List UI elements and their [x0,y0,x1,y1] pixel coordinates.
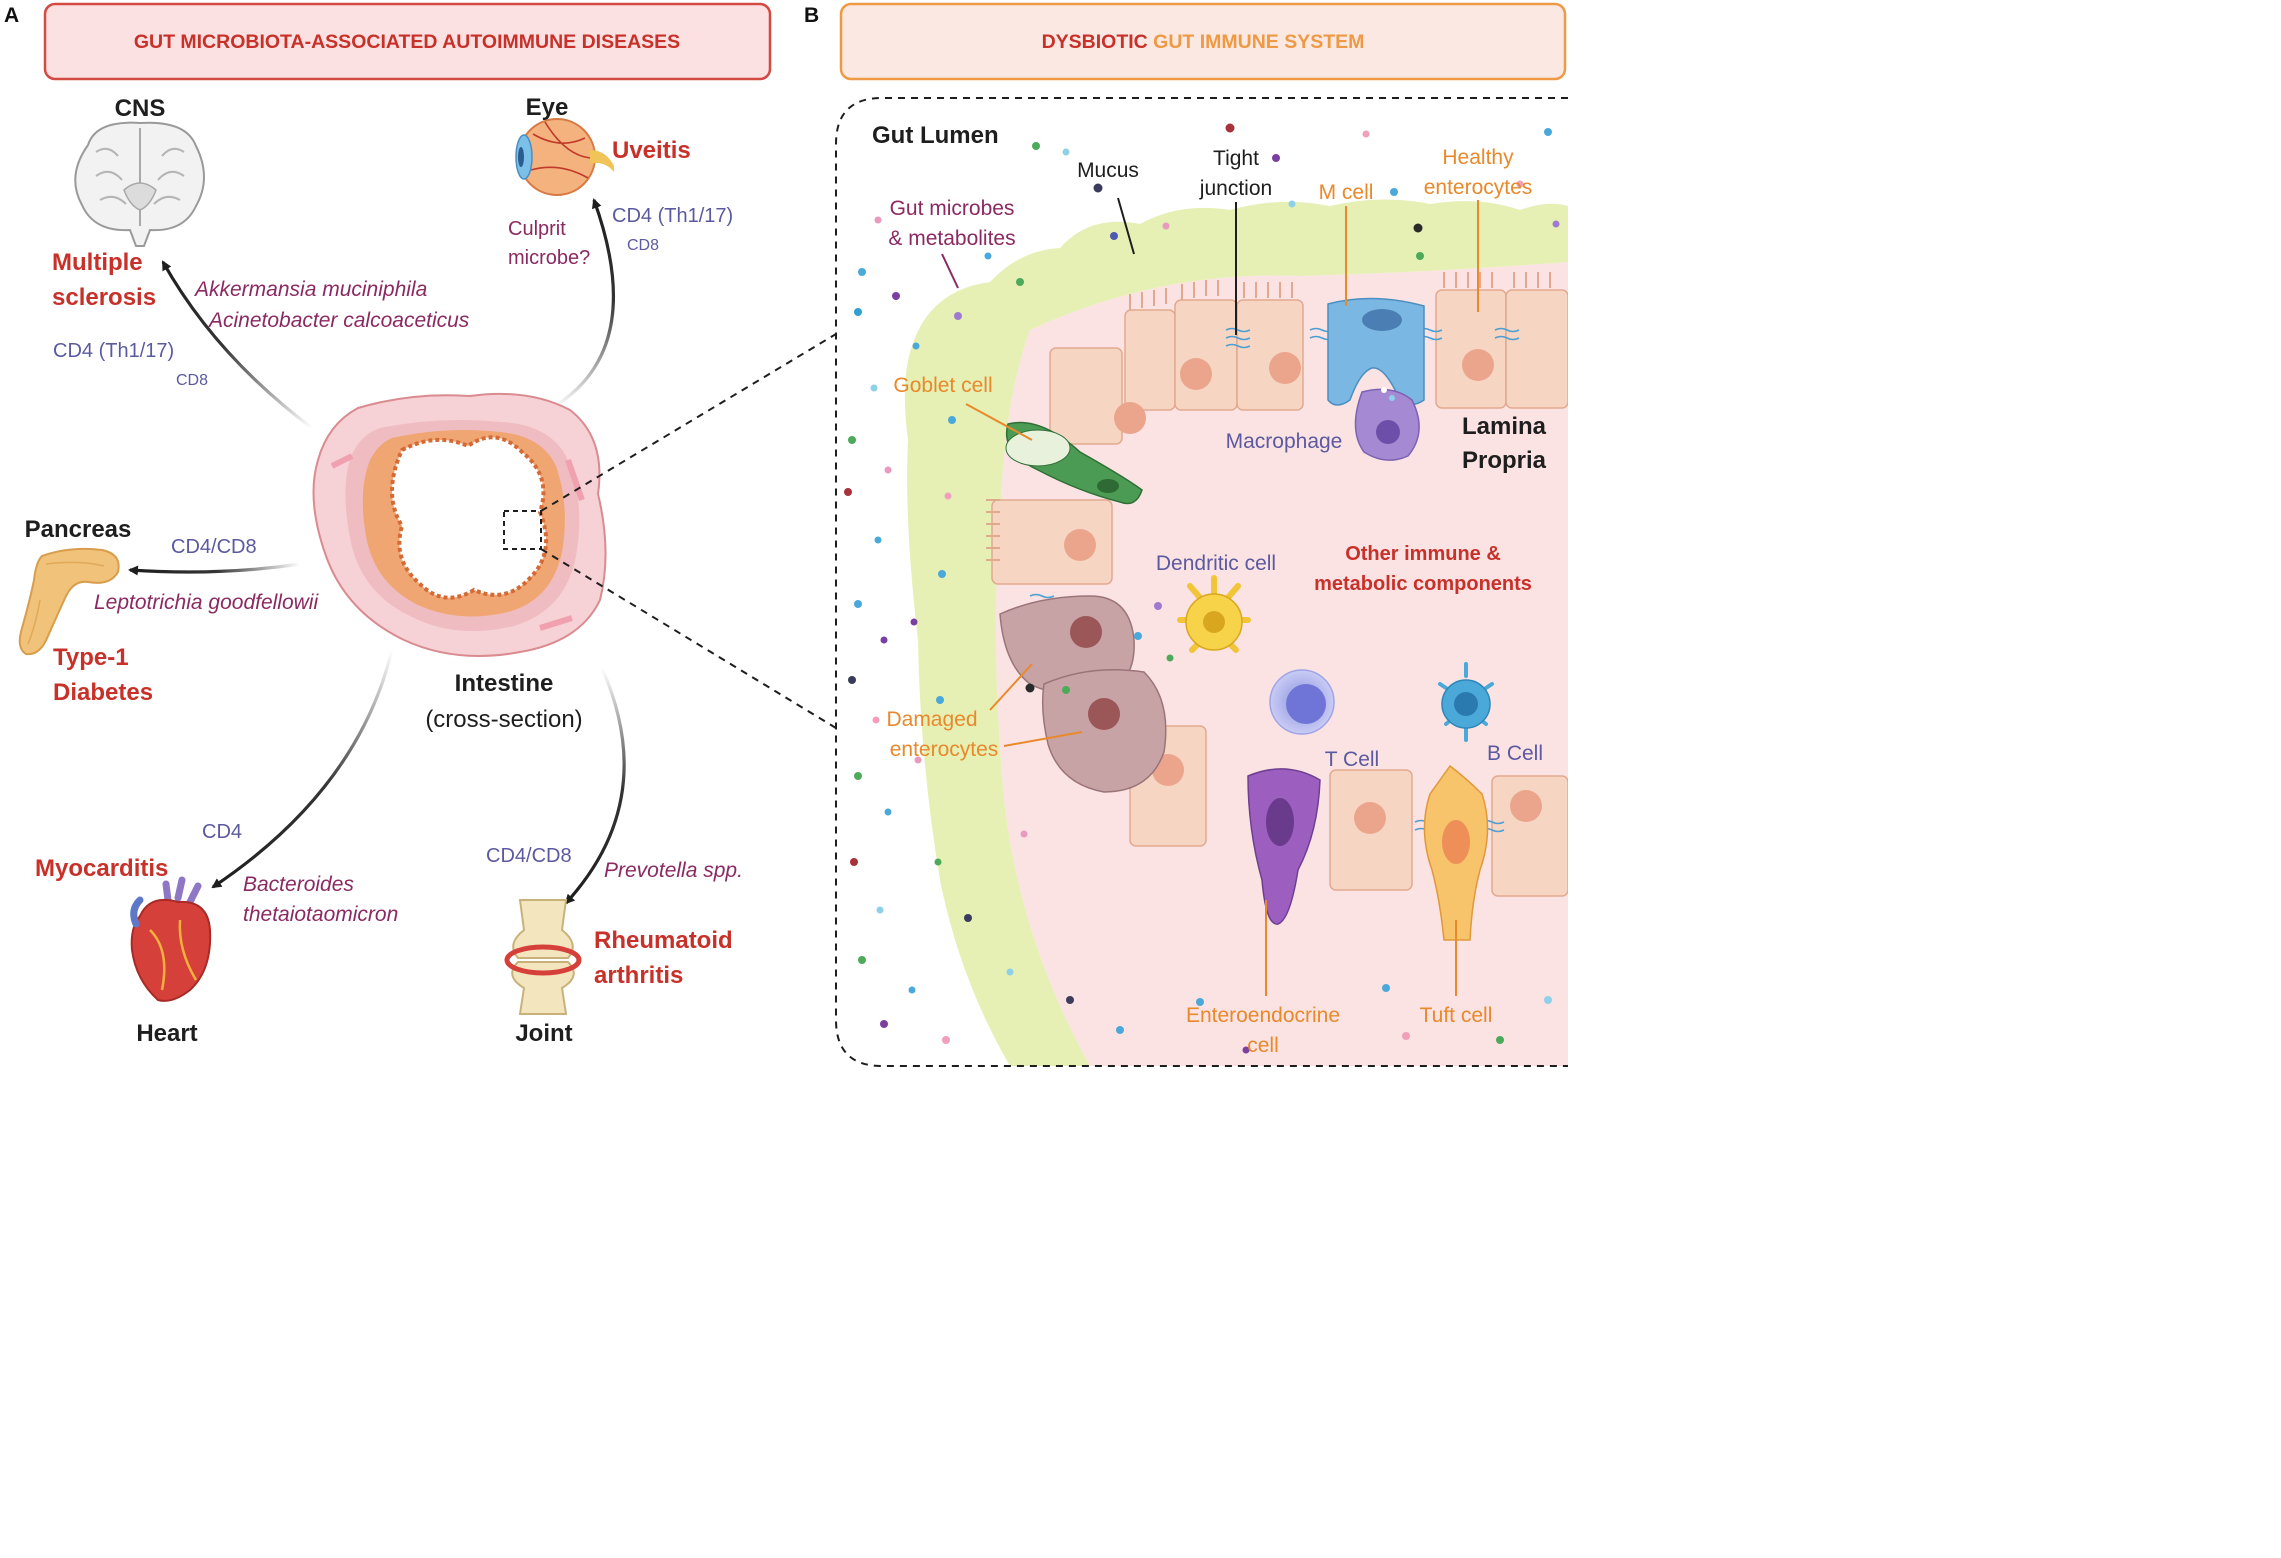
panel-b: B DYSBIOTIC GUT IMMUNE SYSTEM [804,2,1568,1067]
tight-junction-label-2: junction [1199,177,1272,200]
panel-a-letter: A [4,4,19,27]
lamina-propria-label-1: Lamina [1462,413,1547,440]
leader-lines [941,197,1479,996]
gut-microbes-dots [844,123,1560,1054]
enteroendocrine-label-1: Enteroendocrine [1186,1004,1340,1027]
eye-cells-sub: CD8 [627,237,659,254]
panel-b-header-part2: GUT IMMUNE SYSTEM [1153,31,1364,53]
m-cell-label: M cell [1319,181,1374,204]
mucus-label: Mucus [1077,159,1139,182]
goblet-cell-label: Goblet cell [893,374,992,397]
heart-organ-label: Heart [136,1020,197,1047]
figure-canvas: A GUT MICROBIOTA-ASSOCIATED AUTOIMMUNE D… [4,2,1568,1067]
pancreas-icon [18,547,120,656]
panel-b-header-text: DYSBIOTIC GUT IMMUNE SYSTEM [1042,31,1365,53]
zoom-region-box [503,510,542,550]
eye-organ-label: Eye [526,94,569,121]
healthy-enterocytes [991,289,1568,897]
healthy-enterocytes-label-1: Healthy [1442,146,1514,169]
brain-icon [74,121,205,247]
heart-icon [130,876,212,1002]
healthy-enterocytes-label-2: enterocytes [1424,176,1533,199]
damaged-enterocytes [999,595,1167,793]
gut-zoom-frame [835,97,1568,1067]
lamina-propria-label-2: Propria [1462,447,1547,474]
arrow-to-cns [161,260,313,430]
joint-disease-line1: Rheumatoid [594,927,733,954]
joint-disease-line2: arthritis [594,962,683,989]
eye-disease: Uveitis [612,137,691,164]
pancreas-microbe: Leptotrichia goodfellowii [94,591,319,614]
arrow-to-joint [564,667,626,905]
enteroendocrine-label-2: cell [1247,1034,1279,1057]
lamina-propria-region [995,262,1568,1066]
tuft-cell [1423,764,1489,941]
eye-culprit-line1: Culprit [508,218,566,240]
heart-cells: CD4 [202,821,242,843]
macrophage-label: Macrophage [1226,430,1343,453]
macrophage-cell [1354,388,1420,461]
tight-junction-label-1: Tight [1213,147,1259,170]
heart-disease: Myocarditis [35,855,168,882]
joint-icon [504,899,582,1015]
arrow-to-pancreas [128,562,301,576]
intestine-label: Intestine [455,670,554,697]
dendritic-cell [1177,575,1251,653]
gut-lumen-label: Gut Lumen [872,122,999,149]
mucus-layer [904,199,1568,1066]
panel-a-header: GUT MICROBIOTA-ASSOCIATED AUTOIMMUNE DIS… [43,2,772,81]
panel-a: A GUT MICROBIOTA-ASSOCIATED AUTOIMMUNE D… [4,2,772,1047]
arrow-to-eye [551,198,616,410]
gut-microbes-label-2: & metabolites [888,227,1015,250]
heart-microbe-1: Bacteroides [243,873,354,896]
intestine-sublabel: (cross-section) [425,706,582,733]
damaged-enterocytes-label-2: enterocytes [890,738,999,761]
cns-disease-line1: Multiple [52,249,143,276]
pancreas-disease-line2: Diabetes [53,679,153,706]
b-cell-label: B Cell [1487,742,1543,765]
pancreas-cells: CD4/CD8 [171,536,257,558]
goblet-cell [1005,421,1143,505]
cns-cells-sub: CD8 [176,372,208,389]
b-cell [1438,662,1494,742]
gut-microbes-label-1: Gut microbes [890,197,1015,220]
pancreas-organ-label: Pancreas [25,516,132,543]
cns-organ-label: CNS [115,95,166,122]
m-cell [1327,297,1425,406]
t-cell [1269,669,1335,735]
cns-cells-main: CD4 (Th1/17) [53,340,174,362]
dendritic-cell-label: Dendritic cell [1156,552,1276,575]
panel-a-header-text: GUT MICROBIOTA-ASSOCIATED AUTOIMMUNE DIS… [134,31,680,53]
panel-b-header-part1: DYSBIOTIC [1042,31,1154,53]
joint-cells: CD4/CD8 [486,845,572,867]
panel-b-header: DYSBIOTIC GUT IMMUNE SYSTEM [839,2,1567,81]
joint-organ-label: Joint [515,1020,572,1047]
cns-microbe-2: Acinetobacter calcoaceticus [207,309,470,332]
damaged-enterocytes-label-1: Damaged [886,708,977,731]
other-components-label-2: metabolic components [1314,573,1532,595]
eye-icon [515,118,614,196]
microvilli [986,272,1551,561]
other-components-label-1: Other immune & [1345,543,1501,565]
eye-culprit-line2: microbe? [508,247,590,269]
gut-zoom-view [836,98,1568,1066]
joint-microbe: Prevotella spp. [604,859,743,882]
panel-b-letter: B [804,4,819,27]
enteroendocrine-cell [1247,768,1321,925]
cns-microbe-1: Akkermansia muciniphila [193,278,427,301]
tuft-cell-label: Tuft cell [1420,1004,1493,1027]
t-cell-label: T Cell [1325,748,1379,771]
enterocyte-nuclei [1064,349,1542,834]
arrow-to-heart [211,649,394,889]
intestine-cross-section-icon [312,392,607,657]
cns-disease-line2: sclerosis [52,284,156,311]
eye-cells-main: CD4 (Th1/17) [612,205,733,227]
heart-microbe-2: thetaiotaomicron [243,903,398,926]
zoom-connector-bottom [540,548,837,729]
zoom-connector-top [540,333,837,512]
pancreas-disease-line1: Type-1 [53,644,129,671]
